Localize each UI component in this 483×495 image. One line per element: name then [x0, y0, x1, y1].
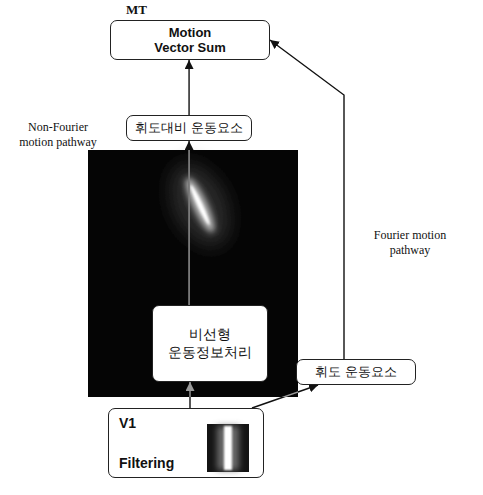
flow-arrow-highlight	[188, 150, 189, 305]
filter-text: Filtering	[119, 455, 174, 471]
box-text: 휘도 운동요소	[315, 363, 397, 381]
grating-thumbnail	[207, 424, 249, 472]
pathway-label: Non-Fourier motion pathway	[10, 120, 106, 150]
motion-glow	[158, 154, 242, 256]
filter-text: V1	[119, 415, 136, 431]
grating-halo	[217, 426, 239, 470]
flow-arrow	[270, 40, 344, 359]
motion-streak-core	[188, 184, 211, 226]
process-box: 비선형 운동정보처리	[152, 305, 268, 382]
flow-arrow-highlight	[189, 382, 190, 397]
flow-arrow-highlight	[252, 385, 298, 397]
flow-arrow	[188, 60, 189, 115]
pathway-label: Fourier motion pathway	[355, 228, 465, 258]
flow-arrow	[188, 141, 189, 305]
stimulus-panel	[88, 150, 298, 397]
motion-streak	[181, 175, 219, 235]
area-box: Motion Vector Sum	[110, 20, 270, 60]
box-text: Motion Vector Sum	[148, 25, 232, 55]
box-text: 비선형 운동정보처리	[164, 326, 256, 362]
box-text: 휘도대비 운동요소	[135, 119, 243, 137]
flow-arrow	[252, 385, 318, 408]
area-label: MT	[126, 2, 156, 18]
feature-box: 휘도대비 운동요소	[126, 115, 252, 141]
filter-box: V1Filtering	[108, 408, 264, 478]
flow-arrow-highlight	[270, 150, 298, 359]
feature-box: 휘도 운동요소	[296, 359, 416, 385]
flow-arrow	[189, 382, 190, 408]
grating-bar	[224, 426, 232, 470]
